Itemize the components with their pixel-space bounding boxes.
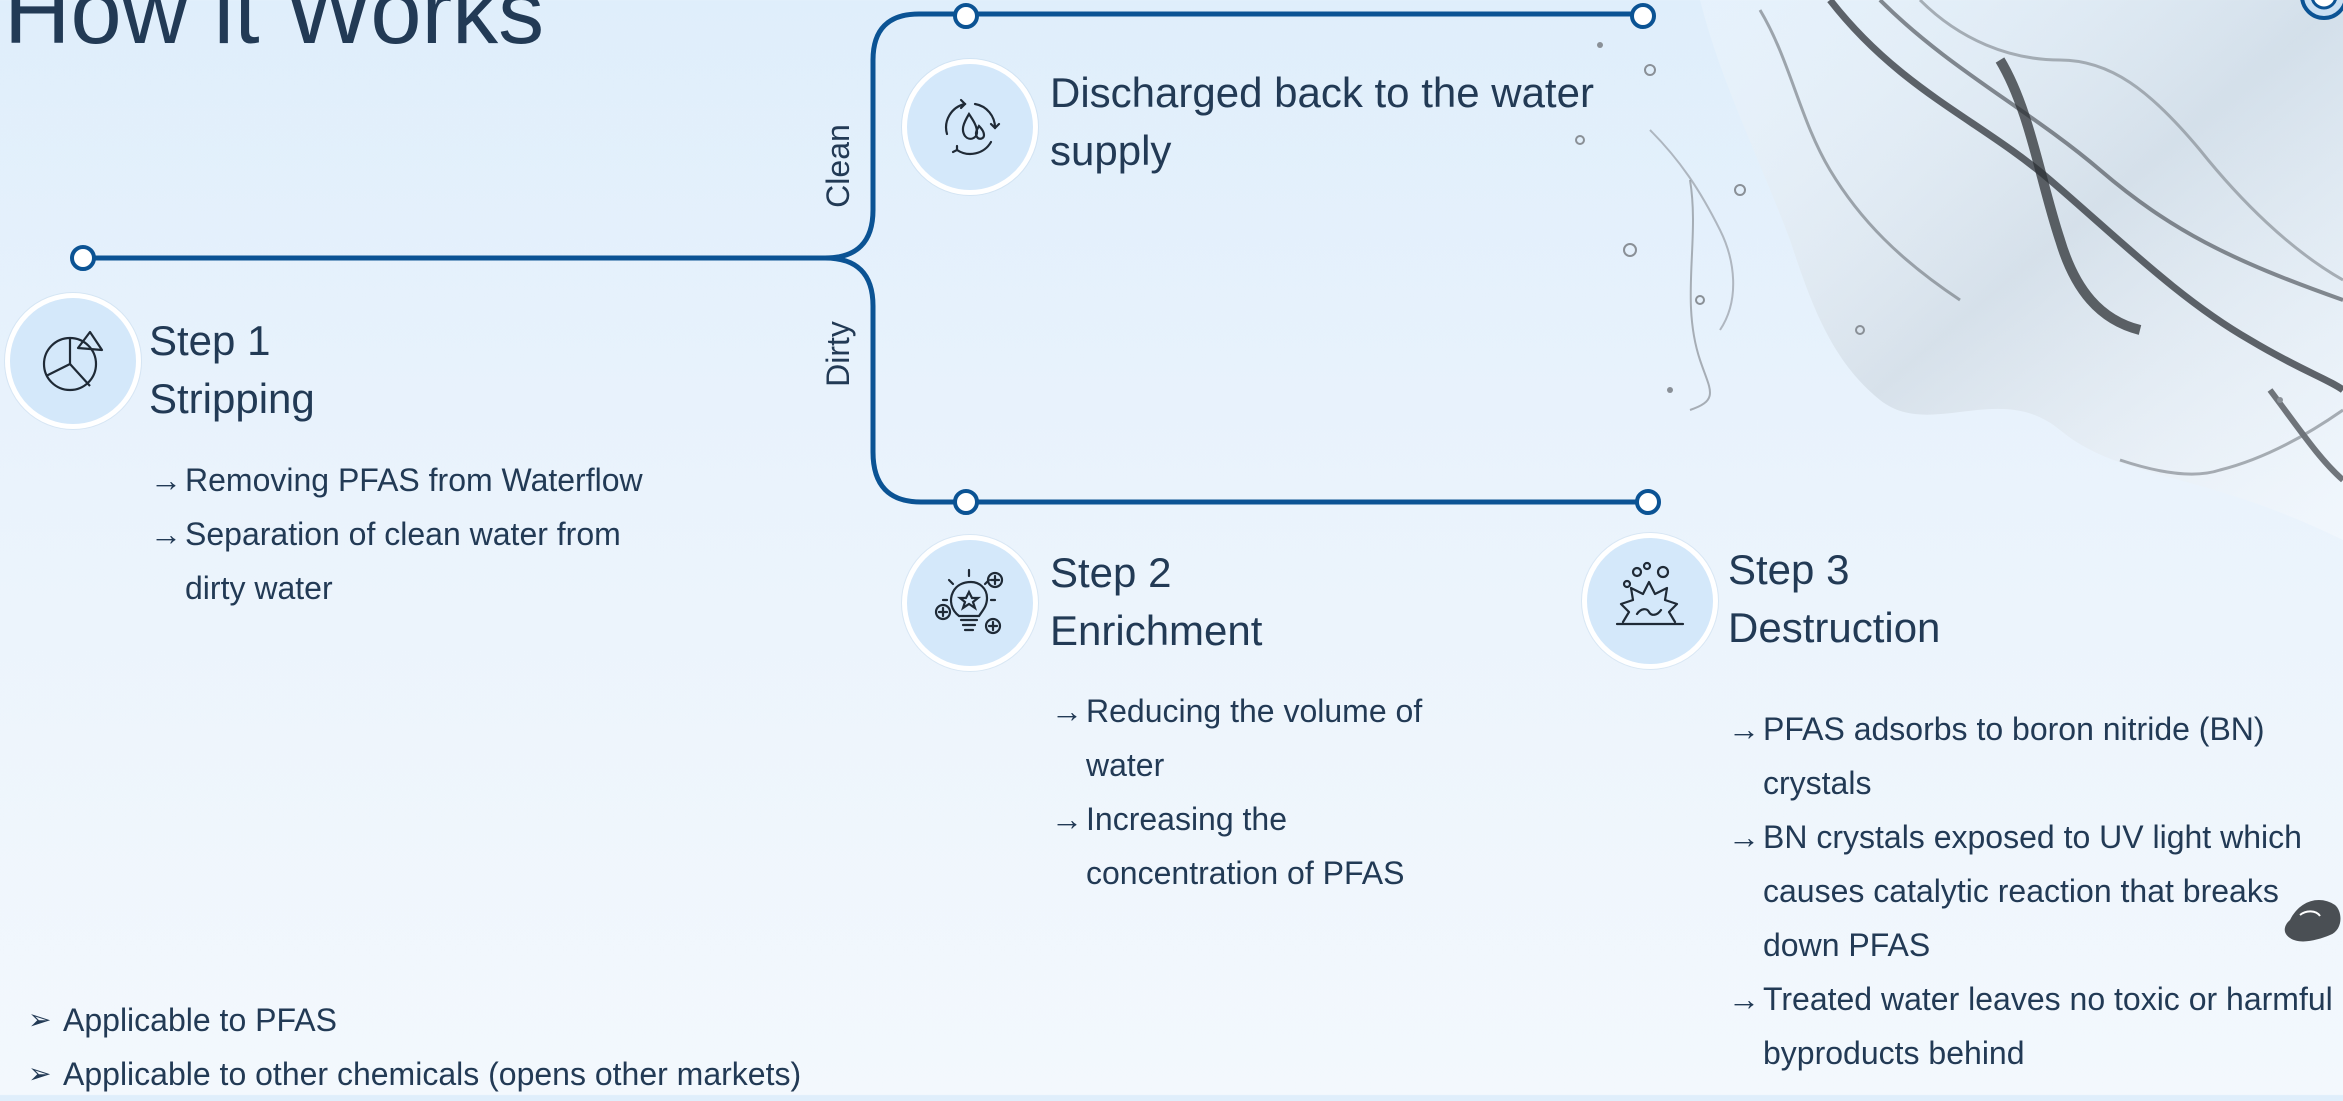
step3-bullet-list: PFAS adsorbs to boron nitride (BN) cryst… <box>1728 702 2338 1080</box>
step3-name: Destruction <box>1728 604 1941 651</box>
corner-logo-icon <box>2300 0 2343 20</box>
step1-name: Stripping <box>149 375 315 422</box>
step2-bullet-list: Reducing the volume of water Increasing … <box>1051 684 1481 900</box>
list-item: Applicable to PFAS <box>28 993 801 1047</box>
applicability-list: Applicable to PFAS Applicable to other c… <box>28 993 801 1101</box>
discharge-icon-circle <box>902 59 1038 195</box>
page-title: How it Works <box>4 0 545 63</box>
branch-label-clean: Clean <box>820 124 856 208</box>
step1-bullet-list: Removing PFAS from Waterflow Separation … <box>150 453 690 615</box>
list-item: PFAS adsorbs to boron nitride (BN) cryst… <box>1728 702 2338 810</box>
node-step3 <box>1635 489 1661 515</box>
branch-label-dirty: Dirty <box>820 321 856 387</box>
node-start <box>70 245 96 271</box>
step3-icon-circle <box>1582 533 1718 669</box>
dirty-branch-line <box>822 255 1651 505</box>
list-item: Separation of clean water from dirty wat… <box>150 507 690 615</box>
connector-nodes <box>70 3 1661 515</box>
node-clean-end <box>1630 3 1656 29</box>
step3-number: Step 3 <box>1728 546 1850 593</box>
discharge-text-line1: Discharged back to the water <box>1050 69 1594 116</box>
step2-heading: Step 2 Enrichment <box>1050 544 1262 660</box>
water-cycle-icon <box>945 98 1001 156</box>
step2-number: Step 2 <box>1050 549 1172 596</box>
discharge-heading: Discharged back to the water supply <box>1050 64 1594 180</box>
list-item: BN crystals exposed to UV light which ca… <box>1728 810 2338 972</box>
node-step2 <box>953 489 979 515</box>
step1-heading: Step 1 Stripping <box>149 312 315 428</box>
list-item: Reducing the volume of water <box>1051 684 1481 792</box>
list-item: Treated water leaves no toxic or harmful… <box>1728 972 2338 1080</box>
discharge-text-line2: supply <box>1050 127 1172 174</box>
list-item: Applicable to other chemicals (opens oth… <box>28 1047 801 1101</box>
step1-icon-circle <box>5 293 141 429</box>
pie-chart-icon <box>42 330 104 392</box>
lightbulb-idea-icon <box>934 568 1004 635</box>
step2-icon-circle <box>902 535 1038 671</box>
list-item: Increasing the concentration of PFAS <box>1051 792 1481 900</box>
list-item: Removing PFAS from Waterflow <box>150 453 690 507</box>
step1-number: Step 1 <box>149 317 271 364</box>
step3-heading: Step 3 Destruction <box>1728 541 1940 657</box>
explosion-icon <box>1615 561 1685 626</box>
node-discharge <box>953 3 979 29</box>
clean-branch-line <box>822 11 1646 261</box>
step2-name: Enrichment <box>1050 607 1263 654</box>
connector-lines <box>80 11 1651 505</box>
